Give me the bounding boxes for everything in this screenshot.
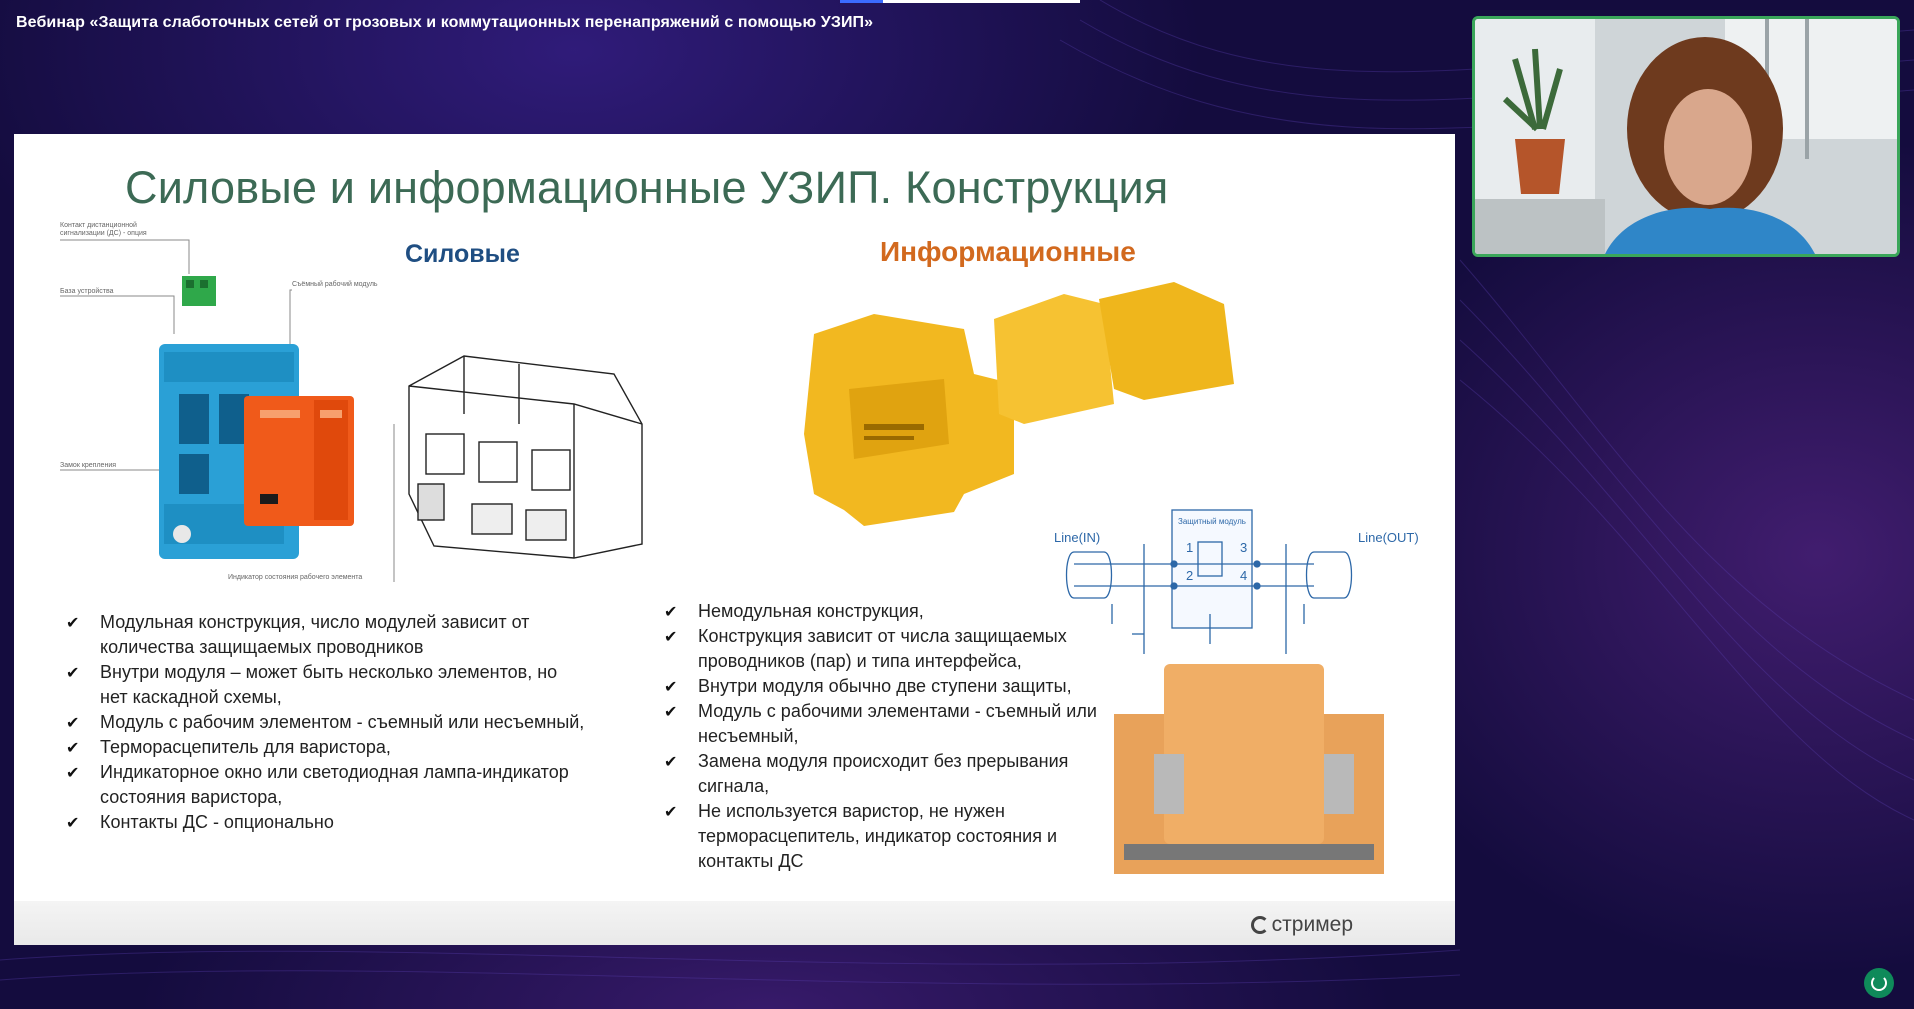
refresh-icon — [1871, 975, 1887, 991]
callout-base: База устройства — [60, 288, 114, 295]
pin-2: 2 — [1186, 568, 1193, 583]
power-points-list: Модульная конструкция, число модулей зав… — [66, 610, 586, 835]
list-item: Конструкция зависит от числа защищаемых … — [664, 624, 1124, 674]
speaker-video-frame — [1475, 19, 1897, 254]
power-spd-drawing — [408, 355, 643, 559]
info-terminal-block-photo — [1114, 664, 1384, 874]
speaker-webcam[interactable] — [1472, 16, 1900, 257]
list-item: Модуль с рабочими элементами - съемный и… — [664, 699, 1124, 749]
presentation-slide: Силовые и информационные УЗИП. Конструкц… — [14, 134, 1455, 945]
list-item: Немодульная конструкция, — [664, 599, 1124, 624]
info-points-list: Немодульная конструкция, Конструкция зав… — [664, 599, 1124, 874]
callout-indicator: Индикатор состояния рабочего элемента — [228, 574, 363, 581]
webinar-title: Вебинар «Защита слаботочных сетей от гро… — [16, 14, 874, 31]
list-item: Замена модуля происходит без прерывания … — [664, 749, 1124, 799]
power-heading: Силовые — [405, 240, 520, 268]
slide-title: Силовые и информационные УЗИП. Конструкц… — [125, 162, 1169, 213]
list-item: Индикаторное окно или светодиодная лампа… — [66, 760, 586, 810]
slide-footer — [14, 901, 1455, 945]
power-spd-photo — [159, 344, 354, 559]
list-item: Модульная конструкция, число модулей зав… — [66, 610, 586, 660]
list-item: Не используется варистор, не нужен термо… — [664, 799, 1124, 874]
top-progress-bar — [840, 0, 1080, 3]
brand-name: стример — [1271, 913, 1353, 936]
brand-logo: стример — [1250, 913, 1353, 937]
diagram-module-label: Защитный модуль — [1178, 517, 1246, 526]
info-circuit-pins: 1 3 2 4 — [1186, 540, 1247, 583]
diagram-line-in: Line(IN) — [1054, 530, 1101, 545]
brand-ring-icon — [1250, 916, 1269, 934]
list-item: Внутри модуля – может быть несколько эле… — [66, 660, 586, 710]
info-heading: Информационные — [880, 236, 1136, 267]
diagram-line-out: Line(OUT) — [1358, 530, 1419, 545]
pin-3: 3 — [1240, 540, 1247, 555]
info-spd-photo — [804, 282, 1234, 526]
refresh-button[interactable] — [1864, 968, 1894, 998]
list-item: Контакты ДС - опционально — [66, 810, 586, 835]
callout-module: Съёмный рабочий модуль — [292, 281, 378, 288]
list-item: Модуль с рабочим элементом - съемный или… — [66, 710, 586, 735]
slide-illustrations: 1 3 2 4 — [60, 239, 1384, 874]
callout-remote-contact: Контакт дистанционной сигнализации (ДС) … — [60, 222, 147, 237]
pin-1: 1 — [1186, 540, 1193, 555]
pin-4: 4 — [1240, 568, 1247, 583]
list-item: Внутри модуля обычно две ступени защиты, — [664, 674, 1124, 699]
info-circuit-diagram — [1065, 509, 1353, 654]
callout-lock: Замок крепления — [60, 462, 117, 469]
list-item: Терморасцепитель для варистора, — [66, 735, 586, 760]
remote-contact-terminal — [182, 276, 216, 306]
